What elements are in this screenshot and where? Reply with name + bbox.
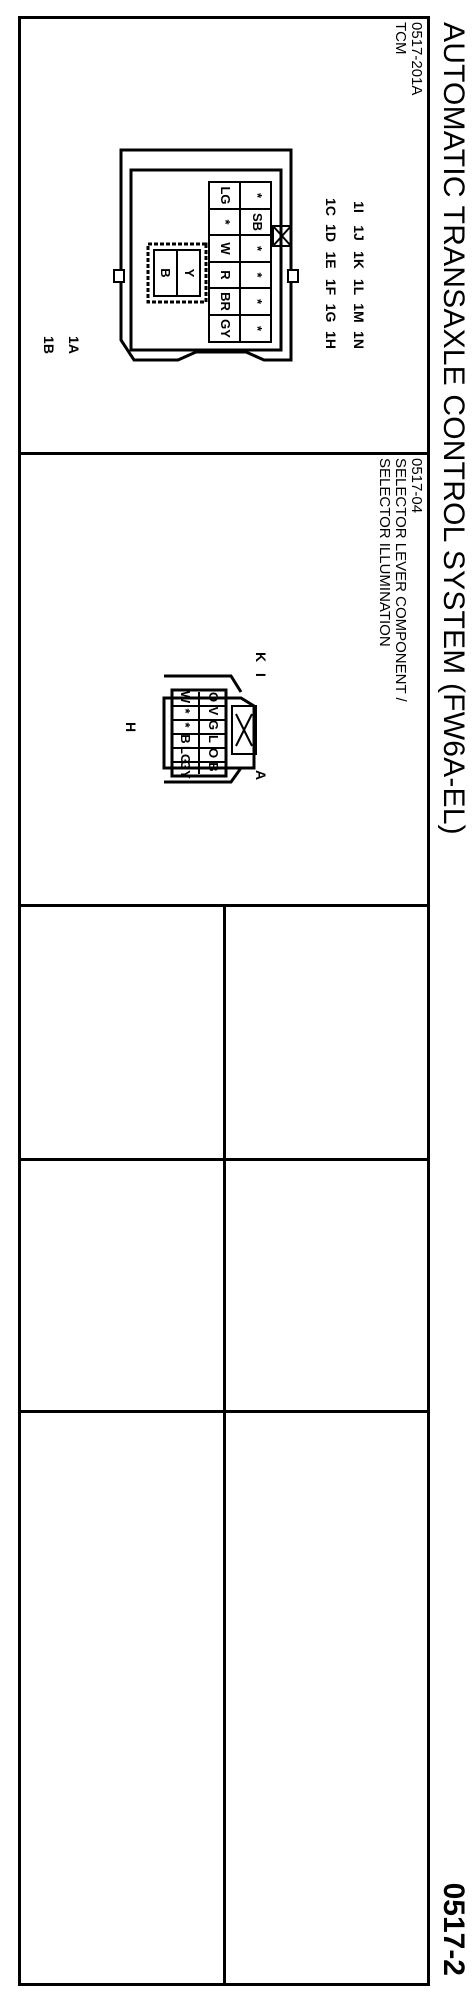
pin-label-1N: 1N <box>351 331 367 349</box>
selector-cell: V <box>206 706 221 716</box>
tcm-cell: * <box>250 245 265 252</box>
pin-label-1J: 1J <box>351 225 367 241</box>
tcm-cell: SB <box>250 212 265 232</box>
tcm-cell: LG <box>218 186 233 205</box>
tcm-cell: GY <box>218 319 233 338</box>
selector-cell: O <box>206 691 221 703</box>
tcm-cell: * <box>250 325 265 332</box>
pin-label-1K: 1K <box>351 251 367 269</box>
pin-label-A: A <box>253 769 269 781</box>
tcm-cell: * <box>250 272 265 278</box>
pin-label-1D: 1D <box>323 224 339 242</box>
selector-cell: GY <box>178 760 193 779</box>
tcm-cell: BR <box>218 292 233 311</box>
selector-cell: B <box>178 734 193 744</box>
tcm-inner-cell: B <box>158 268 173 278</box>
lock-label-1B: 1B <box>41 336 57 354</box>
tcm-cell: * <box>218 219 233 225</box>
pin-label-1M: 1M <box>351 303 367 323</box>
lock-label-1A: 1A <box>66 336 82 354</box>
pin-label-I: I <box>253 673 269 677</box>
tcm-cell: * <box>250 298 265 305</box>
pin-label-1E: 1E <box>323 251 339 269</box>
pin-label-H: H <box>123 721 139 733</box>
tcm-cell: * <box>250 192 265 199</box>
selector-cell: W <box>178 690 193 704</box>
selector-cell: G <box>206 719 221 731</box>
tcm-connector-drawing <box>113 148 299 362</box>
selector-connector-drawing <box>162 674 257 784</box>
pin-label-1H: 1H <box>323 331 339 349</box>
selector-cell: L <box>206 735 221 743</box>
selector-cell: LG <box>178 746 193 765</box>
selector-cell: * <box>178 708 193 714</box>
tcm-inner-cell: Y <box>182 268 197 278</box>
pin-label-1G: 1G <box>323 303 339 323</box>
page-number: 0517-2 <box>437 1882 470 1976</box>
divider-h <box>223 904 226 1986</box>
tcm-cell: W <box>218 242 233 255</box>
tcm-cell: R <box>218 270 233 280</box>
selector-cell: * <box>178 722 193 728</box>
selector-cell: B <box>206 762 221 772</box>
selector-cell: O <box>206 747 221 759</box>
